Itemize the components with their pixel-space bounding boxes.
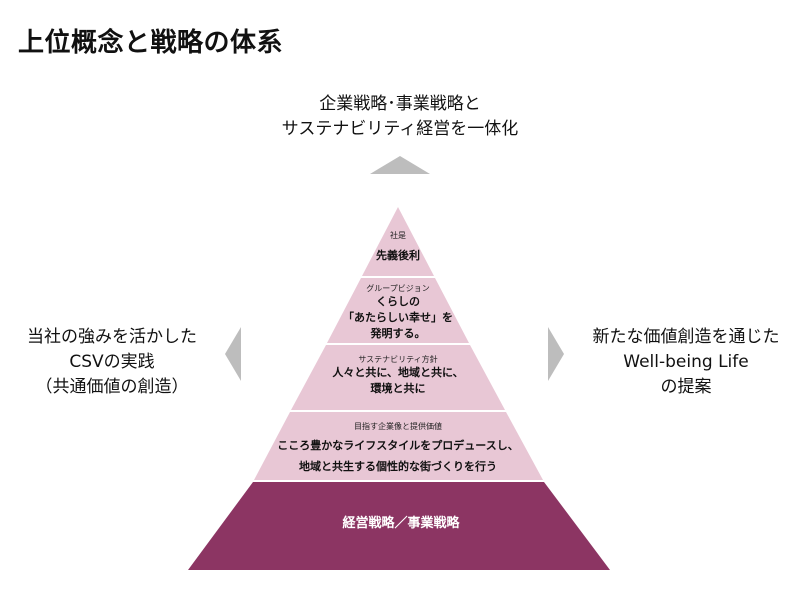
pyramid-tier-1: 社是 先義後利 bbox=[348, 230, 448, 264]
left-caption-line3: （共通価値の創造） bbox=[35, 377, 189, 397]
tier-3-text-line1: 人々と共に、地域と共に、 bbox=[332, 366, 464, 379]
tier-2-text-line1: くらしの bbox=[376, 295, 420, 308]
chevron-right-icon bbox=[548, 327, 564, 381]
tier-1-text: 先義後利 bbox=[376, 249, 420, 262]
tier-4-text: こころ豊かなライフスタイルをプロデュースし、 地域と共生する個性的な街づくりを行… bbox=[248, 435, 548, 477]
pyramid-tier-2-shape bbox=[327, 278, 469, 343]
right-caption: 新たな価値創造を通じた Well-being Life の提案 bbox=[576, 325, 796, 400]
tier-2-label: グループビジョン bbox=[366, 284, 430, 293]
pyramid-tier-4-shape bbox=[254, 412, 543, 480]
tier-4-text-line1: こころ豊かなライフスタイルをプロデュースし、 bbox=[277, 439, 519, 452]
tier-2-text-line3: 発明する。 bbox=[370, 327, 426, 340]
tier-3-text-line2: 環境と共に bbox=[370, 382, 426, 395]
tier-2-text: くらしの 「あたらしい幸せ」を 発明する。 bbox=[318, 294, 478, 342]
top-caption-line1: 企業戦略･事業戦略と bbox=[319, 94, 481, 114]
page-title: 上位概念と戦略の体系 bbox=[18, 28, 284, 58]
right-caption-line3: の提案 bbox=[660, 377, 712, 397]
tier-3-label: サステナビリティ方針 bbox=[358, 355, 438, 364]
top-caption-line2: サステナビリティ経営を一体化 bbox=[281, 119, 519, 139]
pyramid-tier-1-shape bbox=[362, 207, 434, 276]
right-caption-line1: 新たな価値創造を通じた bbox=[592, 327, 780, 347]
chevron-left-icon bbox=[225, 327, 241, 381]
tier-4-label: 目指す企業像と提供価値 bbox=[354, 422, 442, 431]
right-caption-line2: Well-being Life bbox=[623, 352, 749, 372]
triangle-up-icon bbox=[370, 156, 430, 174]
top-caption: 企業戦略･事業戦略と サステナビリティ経営を一体化 bbox=[250, 92, 550, 142]
pyramid-tier-3-shape bbox=[291, 345, 505, 410]
tier-4-text-line2: 地域と共生する個性的な街づくりを行う bbox=[299, 460, 497, 473]
pyramid-tier-3: サステナビリティ方針 人々と共に、地域と共に、 環境と共に bbox=[298, 354, 498, 397]
tier-1-label: 社是 bbox=[390, 231, 406, 240]
tier-3-text: 人々と共に、地域と共に、 環境と共に bbox=[298, 365, 498, 397]
left-caption-line1: 当社の強みを活かした bbox=[27, 327, 197, 347]
left-caption-line2: CSVの実践 bbox=[69, 352, 155, 372]
left-caption: 当社の強みを活かした CSVの実践 （共通価値の創造） bbox=[4, 325, 220, 400]
tier-2-text-line2: 「あたらしい幸せ」を bbox=[343, 311, 453, 324]
pyramid-base-shape bbox=[188, 482, 610, 570]
pyramid-tier-4: 目指す企業像と提供価値 こころ豊かなライフスタイルをプロデュースし、 地域と共生… bbox=[248, 421, 548, 477]
pyramid-tier-2: グループビジョン くらしの 「あたらしい幸せ」を 発明する。 bbox=[318, 283, 478, 342]
pyramid-base-text: 経営戦略／事業戦略 bbox=[342, 516, 460, 531]
